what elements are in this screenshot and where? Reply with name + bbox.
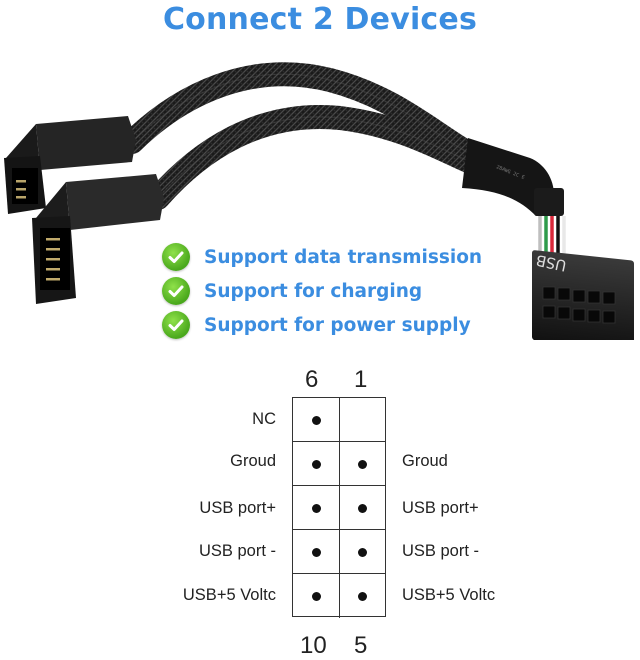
pin-cell <box>293 530 340 574</box>
pinout-diagram <box>292 397 386 618</box>
pin-number-6: 6 <box>305 366 319 393</box>
pin-dot <box>312 416 321 425</box>
check-circle-icon <box>162 311 190 339</box>
pin-dot <box>358 504 367 513</box>
pin-cell-empty <box>339 398 386 442</box>
pin-label-right: USB+5 Voltc <box>402 586 496 604</box>
pin-cell <box>293 486 340 530</box>
pin-label-right: Groud <box>402 452 448 470</box>
pin-label-left: USB port - <box>198 542 276 560</box>
pin-label-left: USB port+ <box>199 499 276 517</box>
feature-item: Support for power supply <box>162 310 471 340</box>
pin-dot <box>312 460 321 469</box>
pin-number-10: 10 <box>300 632 327 659</box>
feature-text: Support data transmission <box>204 246 483 268</box>
usb-splitter-cable-image: 28AWG 2C E USB <box>4 62 634 340</box>
check-circle-icon <box>162 243 190 271</box>
pin-cell <box>339 442 386 486</box>
feature-item: Support data transmission <box>162 242 482 272</box>
pin-cell <box>293 574 340 618</box>
pin-dot <box>358 548 367 557</box>
pin-label-left: USB+5 Voltc <box>182 586 276 604</box>
pin-cell <box>339 486 386 530</box>
check-circle-icon <box>162 277 190 305</box>
pin-label-left: NC <box>252 410 276 428</box>
page-title: Connect 2 Devices <box>162 2 478 37</box>
pin-label-right: USB port+ <box>402 499 479 517</box>
pin-dot <box>312 592 321 601</box>
pin-label-right: USB port - <box>402 542 480 560</box>
pin-label-left: Groud <box>230 452 276 470</box>
pin-dot <box>312 548 321 557</box>
pin-number-5: 5 <box>354 632 368 659</box>
pin-dot <box>358 592 367 601</box>
pin-cell <box>293 442 340 486</box>
feature-text: Support for charging <box>204 280 423 302</box>
feature-text: Support for power supply <box>204 314 471 336</box>
pin-cell <box>339 530 386 574</box>
pin-dot <box>358 460 367 469</box>
pin-cell <box>293 398 340 442</box>
pin-dot <box>312 504 321 513</box>
pin-cell <box>339 574 386 618</box>
feature-item: Support for charging <box>162 276 422 306</box>
pin-number-1: 1 <box>354 366 368 393</box>
